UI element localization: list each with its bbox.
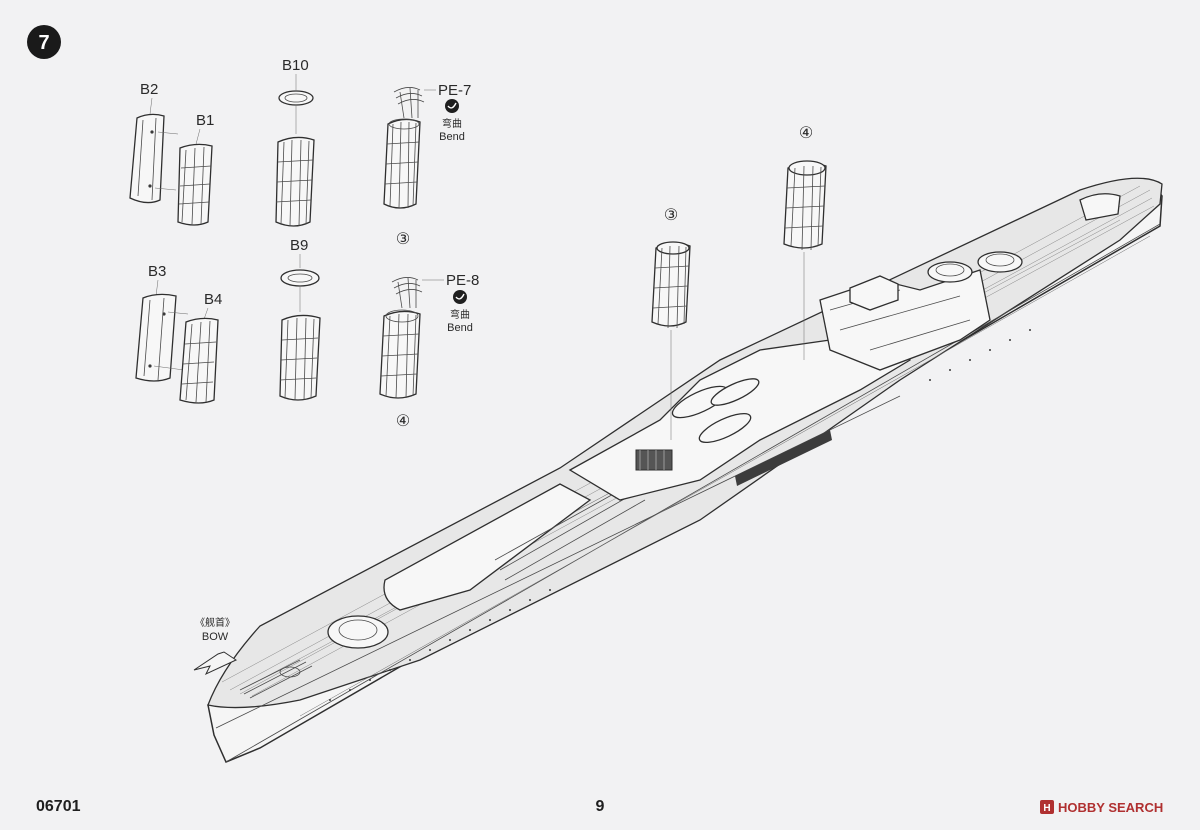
part-label-b1: B1 bbox=[196, 112, 214, 129]
kit-number: 06701 bbox=[36, 798, 81, 815]
step-badge: 7 bbox=[27, 25, 61, 59]
bend-label-en: Bend bbox=[439, 131, 465, 143]
ship-callout-4: ④ bbox=[799, 125, 813, 142]
bow-label-cn: 《舰首》 bbox=[195, 616, 235, 629]
ship-superstructure bbox=[568, 193, 1121, 501]
bend-label-en: Bend bbox=[447, 322, 473, 334]
funnel-4-cap-assembly: B9 bbox=[279, 237, 321, 401]
step-number: 7 bbox=[38, 32, 49, 54]
watermark-logo: H bbox=[1043, 803, 1050, 814]
page-number: 9 bbox=[596, 798, 605, 815]
funnel-4-halves: B3 B4 bbox=[135, 263, 222, 404]
part-label-pe8: PE-8 bbox=[446, 272, 479, 289]
ship-funnel-4: ④ bbox=[783, 125, 827, 360]
part-label-b4: B4 bbox=[204, 291, 222, 308]
bend-icon bbox=[445, 99, 459, 113]
ship-callout-3: ③ bbox=[664, 207, 678, 224]
part-label-b3: B3 bbox=[148, 263, 166, 280]
bend-label-cn: 弯曲 bbox=[442, 117, 462, 130]
funnel-3-halves: B2 B1 bbox=[129, 81, 214, 226]
bend-label-cn: 弯曲 bbox=[450, 308, 470, 321]
watermark: H HOBBY SEARCH bbox=[1040, 800, 1163, 815]
funnel-3-cap-assembly: B10 bbox=[275, 57, 315, 227]
part-label-b10: B10 bbox=[282, 57, 309, 74]
callout-funnel-4: ④ bbox=[396, 413, 410, 430]
ship-funnel-3: ③ bbox=[651, 207, 691, 440]
part-label-b2: B2 bbox=[140, 81, 158, 98]
funnel-4-photoetch: PE-8 弯曲 Bend ④ bbox=[379, 272, 479, 430]
part-label-pe7: PE-7 bbox=[438, 82, 471, 99]
bow-indicator: 《舰首》 BOW bbox=[193, 616, 238, 676]
part-label-b9: B9 bbox=[290, 237, 308, 254]
bow-label-en: BOW bbox=[202, 631, 229, 643]
funnel-3-photoetch: PE-7 弯曲 Bend ③ bbox=[383, 82, 471, 248]
callout-funnel-3: ③ bbox=[396, 231, 410, 248]
bend-icon bbox=[453, 290, 467, 304]
watermark-brand: HOBBY SEARCH bbox=[1058, 800, 1163, 815]
